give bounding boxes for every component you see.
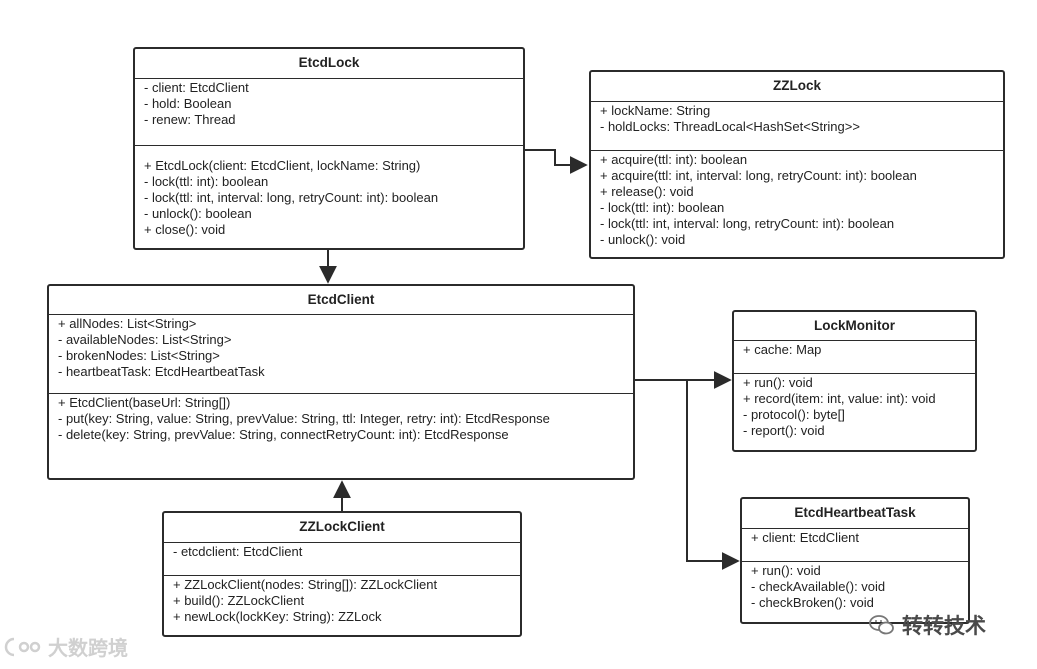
method-row: - lock(ttl: int): boolean [144, 174, 269, 189]
method-row: - delete(key: String, prevValue: String,… [58, 427, 509, 442]
field-list: + lockName: String - holdLocks: ThreadLo… [591, 102, 1003, 151]
field-row: - etcdclient: EtcdClient [173, 544, 303, 559]
field-row: + allNodes: List<String> [58, 316, 197, 331]
class-name: EtcdLock [135, 49, 523, 79]
class-etcdheartbeattask: EtcdHeartbeatTask + client: EtcdClient +… [740, 497, 970, 624]
method-list: + run(): void - checkAvailable(): void -… [742, 562, 968, 611]
field-list: + cache: Map [734, 341, 975, 374]
field-list: + client: EtcdClient [742, 529, 968, 562]
field-row: - client: EtcdClient [144, 80, 249, 95]
method-row: - checkAvailable(): void [751, 579, 886, 594]
method-row: - unlock(): void [600, 232, 686, 247]
watermark-left-text: 大数跨境 [48, 636, 128, 660]
method-row: + acquire(ttl: int): boolean [600, 152, 748, 167]
method-row: - lock(ttl: int, interval: long, retryCo… [144, 190, 439, 205]
method-row: + build(): ZZLockClient [173, 593, 305, 608]
field-row: + lockName: String [600, 103, 711, 118]
watermark-left: 大数跨境 [4, 632, 128, 661]
method-list: + EtcdClient(baseUrl: String[]) - put(ke… [49, 394, 633, 443]
method-row: - protocol(): byte[] [743, 407, 845, 422]
class-zzlockclient: ZZLockClient - etcdclient: EtcdClient + … [162, 511, 522, 637]
field-row: + cache: Map [743, 342, 822, 357]
method-row: + release(): void [600, 184, 694, 199]
class-name: LockMonitor [734, 312, 975, 341]
method-row: + record(item: int, value: int): void [743, 391, 936, 406]
class-name: EtcdHeartbeatTask [742, 499, 968, 529]
field-row: - availableNodes: List<String> [58, 332, 232, 347]
field-row: - brokenNodes: List<String> [58, 348, 220, 363]
field-list: - etcdclient: EtcdClient [164, 543, 520, 576]
field-list: + allNodes: List<String> - availableNode… [49, 315, 633, 394]
method-list: + EtcdLock(client: EtcdClient, lockName:… [135, 146, 523, 238]
etcdlock-to-zzlock-arrow [524, 149, 588, 174]
method-list: + run(): void + record(item: int, value:… [734, 374, 975, 439]
method-row: + newLock(lockKey: String): ZZLock [173, 609, 382, 624]
method-row: + EtcdClient(baseUrl: String[]) [58, 395, 231, 410]
method-row: + run(): void [751, 563, 821, 578]
watermark-right: 转转技术 [868, 610, 986, 640]
class-name: ZZLockClient [164, 513, 520, 543]
wechat-icon [869, 615, 894, 635]
method-row: - put(key: String, value: String, prevVa… [58, 411, 550, 426]
field-row: - holdLocks: ThreadLocal<HashSet<String>… [600, 119, 860, 134]
method-list: + ZZLockClient(nodes: String[]): ZZLockC… [164, 576, 520, 625]
method-row: + acquire(ttl: int, interval: long, retr… [600, 168, 917, 183]
watermark-logo-icon [4, 637, 41, 656]
method-row: + ZZLockClient(nodes: String[]): ZZLockC… [173, 577, 438, 592]
method-row: - lock(ttl: int): boolean [600, 200, 725, 215]
class-name: ZZLock [591, 72, 1003, 102]
field-row: - heartbeatTask: EtcdHeartbeatTask [58, 364, 265, 379]
class-etcdclient: EtcdClient + allNodes: List<String> - av… [47, 284, 635, 480]
method-row: - checkBroken(): void [751, 595, 874, 610]
field-row: + client: EtcdClient [751, 530, 860, 545]
method-list: + acquire(ttl: int): boolean + acquire(t… [591, 151, 1003, 248]
method-row: + EtcdLock(client: EtcdClient, lockName:… [144, 158, 421, 173]
field-row: - hold: Boolean [144, 96, 232, 111]
method-row: - lock(ttl: int, interval: long, retryCo… [600, 216, 895, 231]
method-row: + run(): void [743, 375, 813, 390]
class-lockmonitor: LockMonitor + cache: Map + run(): void +… [732, 310, 977, 452]
method-row: - unlock(): boolean [144, 206, 252, 221]
watermark-right-text: 转转技术 [902, 614, 986, 638]
method-row: + close(): void [144, 222, 226, 237]
etcdclient-to-heartbeat-arrow [686, 380, 740, 570]
field-list: - client: EtcdClient - hold: Boolean - r… [135, 79, 523, 146]
class-zzlock: ZZLock + lockName: String - holdLocks: T… [589, 70, 1005, 259]
method-row: - report(): void [743, 423, 825, 438]
field-row: - renew: Thread [144, 112, 236, 127]
class-etcdlock: EtcdLock - client: EtcdClient - hold: Bo… [133, 47, 525, 250]
class-name: EtcdClient [49, 286, 633, 315]
